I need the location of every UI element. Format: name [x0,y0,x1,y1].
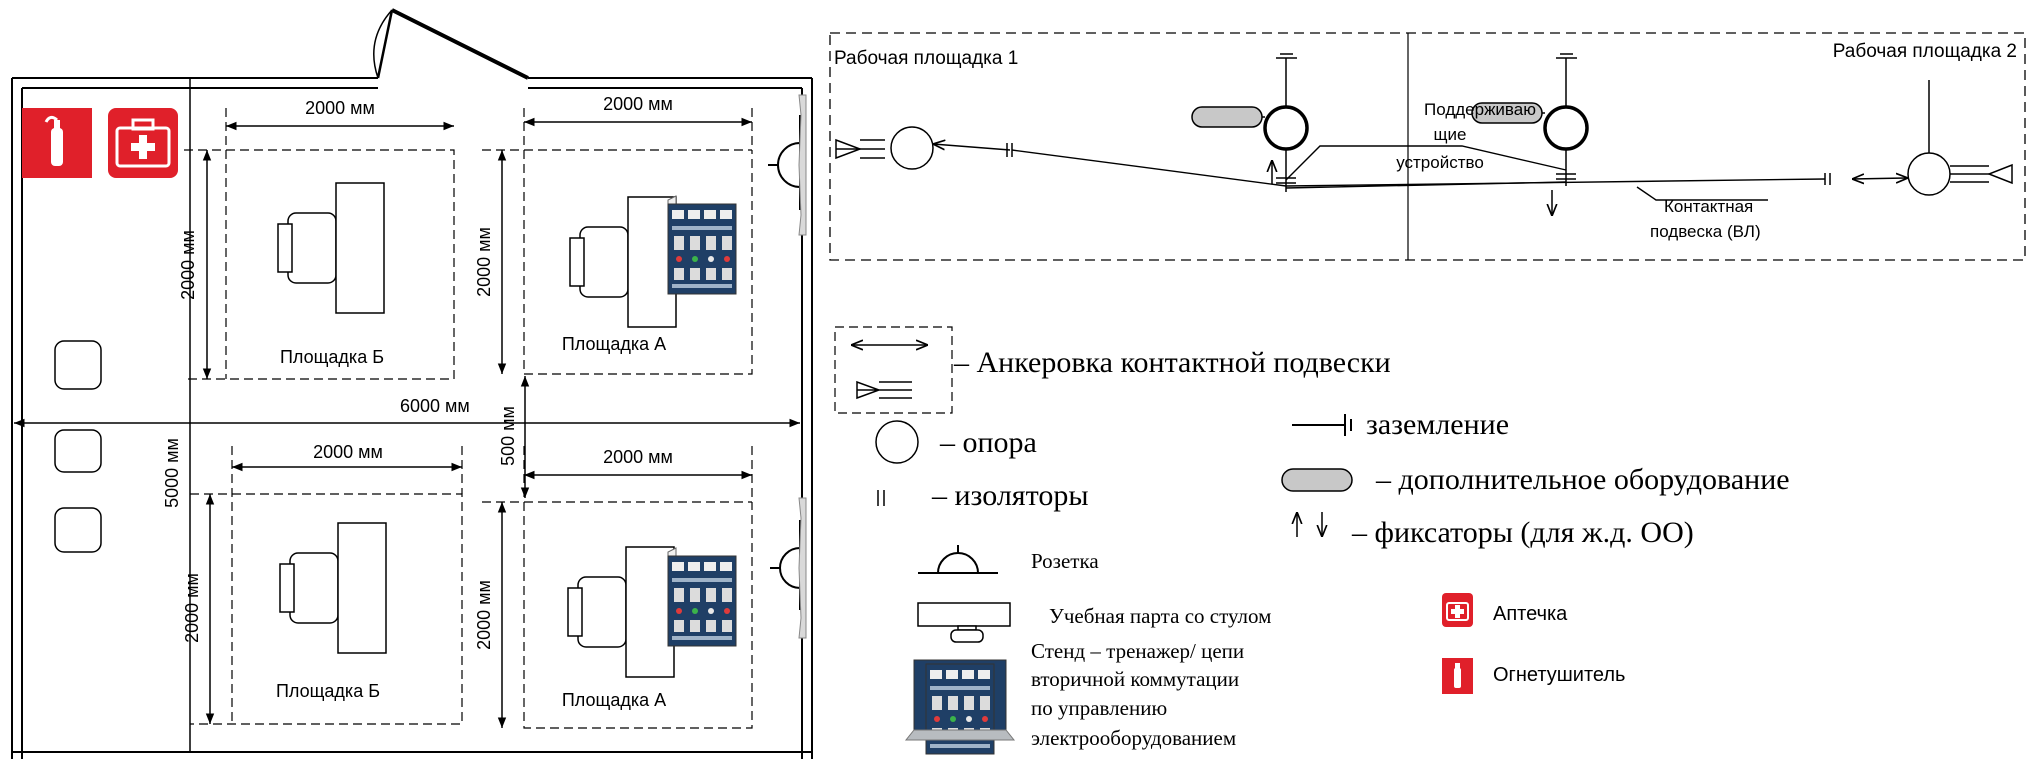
outer-walls [11,77,813,759]
socket-icon [768,115,801,210]
equipment-icon [1281,468,1353,492]
legend-support-label: – опора [939,426,1037,459]
desk-legend-icon [917,602,1011,643]
legend-first-aid-label: Аптечка [1493,603,1568,625]
legend-stand-label: по управлению [1031,696,1167,720]
desk-with-chair [567,546,675,678]
zone-height-label: 2000 мм [474,580,494,650]
legend-socket-label: Розетка [1031,549,1099,573]
legend-stand-label: Стенд – тренажер/ цепи [1031,639,1244,663]
zone-height-label: 2000 мм [474,227,494,297]
zone-label: Площадка Б [280,347,384,367]
zone-label: Площадка А [562,690,666,710]
zone-width-label: 2000 мм [313,442,383,462]
support-device-1 [1191,53,1309,192]
first-aid-icon [108,108,178,178]
entrance-door [373,8,529,80]
zone-height-label: 2000 мм [178,230,198,300]
stand-legend-icon [904,659,1016,755]
zone-width-label: 2000 мм [603,447,673,467]
site-1-label: Рабочая площадка 1 [834,48,1018,69]
dim-label-5000: 5000 мм [162,438,182,508]
training-stand [667,555,737,647]
legend-desk-label: Учебная парта со стулом [1049,604,1271,628]
desk-with-chair [569,196,677,328]
wall-panel [798,497,807,639]
legend: – Анкеровка контактной подвески – опора … [834,326,1790,755]
legend-grounding-label: заземление [1366,408,1509,441]
first-aid-legend-icon [1442,593,1473,627]
support-device-2 [1471,53,1589,216]
legend-stand-label: вторичной коммутации [1031,667,1239,691]
zone-b-bottom: 2000 мм 2000 мм Площадка Б [182,442,463,725]
zone-label: Площадка Б [276,681,380,701]
zone-a-bottom: 2000 мм 2000 мм Площадка А [474,446,753,729]
desk-with-chair [277,182,385,314]
catenary-label: Контактная [1664,197,1753,216]
socket-icon [770,520,801,610]
fixator-icon [1297,512,1322,537]
zone-width-label: 2000 мм [305,98,375,118]
floor-plan: 6000 мм 5000 мм 500 мм 2000 мм 2000 мм П… [11,8,813,759]
insulator-icon [877,490,885,506]
socket-legend-icon [918,545,998,574]
grounding-icon [1292,414,1352,436]
support-device-label: щие [1434,125,1467,144]
site-2-label: Рабочая площадка 2 [1833,41,2017,62]
support-device-label: Поддерживаю [1424,100,1536,119]
desk-with-chair [279,522,387,654]
training-stand [667,203,737,295]
legend-extinguisher-label: Огнетушитель [1493,664,1625,686]
support-device-label: устройство [1396,153,1484,172]
catenary-label: подвеска (ВЛ) [1650,222,1761,241]
spare-chairs [54,340,102,553]
anchor-right [1824,80,2013,196]
legend-stand-label: электрооборудованием [1031,726,1236,750]
extinguisher-icon [22,108,92,178]
legend-anchoring: – Анкеровка контактной подвески [834,326,1391,414]
zone-width-label: 2000 мм [603,94,673,114]
legend-equipment-label: – дополнительное оборудование [1375,463,1790,496]
legend-insulators-label: – изоляторы [931,479,1088,512]
zone-b-top: 2000 мм 2000 мм Площадка Б [178,98,455,380]
zone-height-label: 2000 мм [182,573,202,643]
zone-label: Площадка А [562,334,666,354]
extinguisher-legend-icon [1442,658,1473,694]
anchor-left [835,126,1013,170]
legend-anchoring-label: – Анкеровка контактной подвески [953,346,1391,379]
dim-label-500: 500 мм [498,406,518,466]
catenary-wire [1011,145,1826,201]
legend-fixators-label: – фиксаторы (для ж.д. ОО) [1351,516,1694,549]
catenary-scheme: Рабочая площадка 1 Рабочая площадка 2 [829,32,2026,261]
dim-label-6000: 6000 мм [400,396,470,416]
pole-icon [875,420,919,464]
zone-a-top: 2000 мм 2000 мм Площадка А [474,94,753,375]
